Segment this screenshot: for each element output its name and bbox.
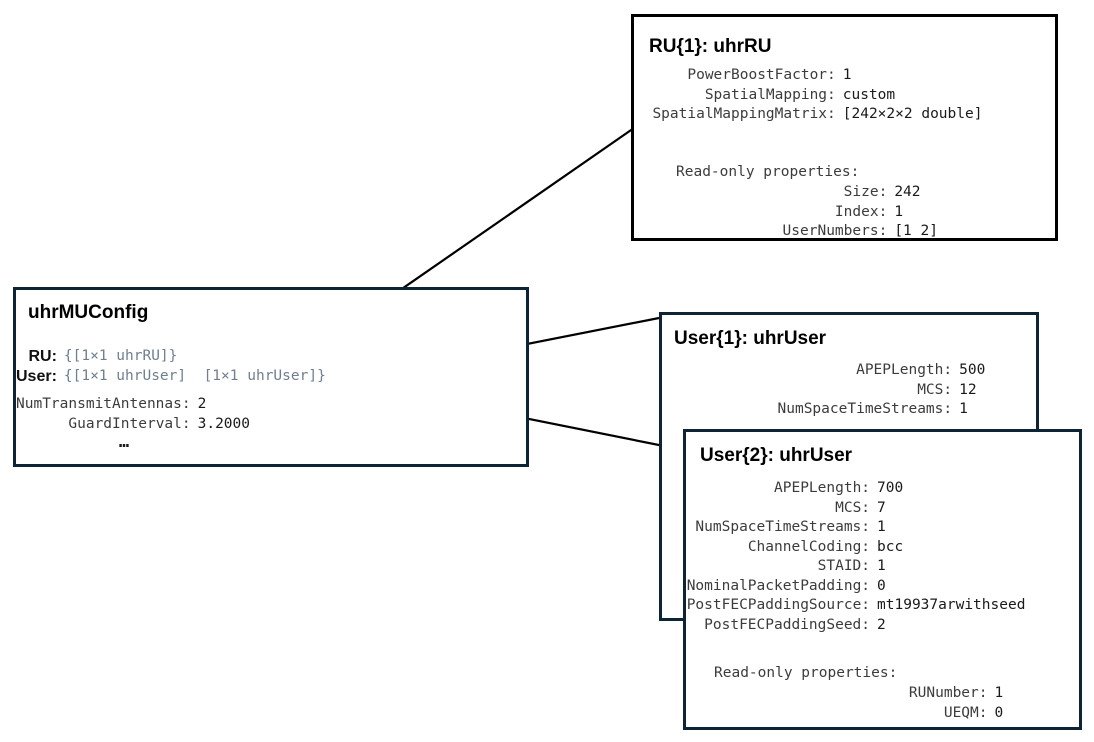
property-value: bcc: [877, 538, 904, 555]
table-row: GuardInterval: 3.2000: [16, 415, 250, 435]
property-name: MCS:: [917, 381, 953, 398]
table-row: ChannelCoding: bcc: [686, 538, 1026, 558]
table-row: RU: {[1×1 uhrRU]}: [16, 347, 326, 367]
property-name: UEQM:: [943, 704, 988, 721]
property-value: 0: [994, 704, 1004, 721]
table-row: PowerBoostFactor: 1: [634, 66, 996, 86]
property-name: Index:: [834, 203, 888, 220]
table-row: NumSpaceTimeStreams: 1: [662, 400, 1002, 420]
property-value: 12: [959, 381, 977, 398]
property-name: PostFECPaddingSeed:: [704, 616, 871, 633]
property-value: 2: [877, 616, 886, 633]
property-name: NominalPacketPadding:: [686, 577, 871, 594]
property-value: 242: [894, 184, 921, 200]
table-row: SpatialMappingMatrix: [242×2×2 double]: [634, 105, 996, 125]
table-row: PostFECPaddingSource: mt19937arwithseed: [686, 596, 1026, 616]
muconfig-property-table: NumTransmitAntennas: 2 GuardInterval: 3.…: [16, 395, 250, 434]
property-name: APEPLength:: [856, 362, 953, 378]
table-row: UserNumbers: [1 2]: [634, 222, 996, 242]
property-name: PowerBoostFactor:: [687, 67, 836, 83]
user2-object-box: User{2}: uhrUser APEPLength: 700 MCS: 7 …: [683, 429, 1082, 730]
property-name: SpatialMappingMatrix:: [652, 106, 836, 122]
property-name: MCS:: [835, 499, 871, 516]
muconfig-box-title: uhrMUConfig: [28, 302, 149, 323]
table-row: MCS: 7: [686, 499, 1026, 519]
property-name: Size:: [843, 184, 888, 200]
property-value: custom: [842, 86, 896, 103]
ru-box-title: RU{1}: uhrRU: [649, 36, 772, 57]
user2-readonly-table: RUNumber: 1 UEQM: 0: [686, 684, 1026, 723]
table-row: SpatialMapping: custom: [634, 86, 996, 106]
table-row: APEPLength: 700: [686, 479, 1026, 499]
property-value: 7: [877, 499, 886, 516]
property-value: 0: [877, 577, 886, 594]
user2-box-title: User{2}: uhrUser: [700, 445, 853, 466]
property-name: NumSpaceTimeStreams:: [695, 519, 871, 535]
property-name: PostFECPaddingSource:: [686, 597, 871, 613]
property-value: 1: [959, 401, 968, 417]
property-name: SpatialMapping:: [704, 86, 836, 103]
property-name-ru: RU:: [28, 348, 57, 365]
table-row: UEQM: 0: [686, 704, 1026, 724]
property-name: UserNumbers:: [782, 223, 888, 239]
table-row: NumTransmitAntennas: 2: [16, 395, 250, 415]
table-row: User: {[1×1 uhrUser] [1×1 uhrUser]}: [16, 367, 326, 387]
property-name: STAID:: [817, 558, 871, 574]
property-value: 700: [877, 480, 904, 496]
ru-property-table: PowerBoostFactor: 1 SpatialMapping: cust…: [634, 66, 996, 144]
table-row: STAID: 1: [686, 557, 1026, 577]
property-value: 1: [877, 558, 886, 574]
property-name: NumTransmitAntennas:: [16, 396, 191, 412]
property-value: mt19937arwithseed: [877, 597, 1026, 613]
property-name: GuardInterval:: [68, 415, 191, 432]
user1-property-table: APEPLength: 500 MCS: 12 NumSpaceTimeStre…: [662, 361, 1002, 420]
property-name: NumSpaceTimeStreams:: [777, 401, 953, 417]
table-row: NumSpaceTimeStreams: 1: [686, 518, 1026, 538]
property-name: RUNumber:: [908, 685, 988, 701]
property-value: 1: [877, 519, 886, 535]
ru-readonly-header: Read-only properties:: [676, 164, 860, 180]
property-name-user: User:: [16, 367, 57, 385]
property-value-user[interactable]: {[1×1 uhrUser] [1×1 uhrUser]}: [63, 367, 326, 384]
property-name: ChannelCoding:: [747, 538, 871, 555]
property-value: 1: [894, 203, 904, 220]
property-value: 2: [197, 396, 207, 412]
table-row: RUNumber: 1: [686, 684, 1026, 704]
property-value: 1: [842, 67, 852, 83]
muconfig-linked-table: RU: {[1×1 uhrRU]} User: {[1×1 uhrUser] […: [16, 347, 326, 386]
user2-readonly-header: Read-only properties:: [714, 665, 898, 681]
user1-box-title: User{1}: uhrUser: [674, 328, 827, 349]
table-row: APEPLength: 500: [662, 361, 1002, 381]
muconfig-object-box: uhrMUConfig RU: {[1×1 uhrRU]} User: {[1×…: [13, 287, 529, 467]
spacer-row: [634, 125, 996, 145]
ru-object-box: RU{1}: uhrRU PowerBoostFactor: 1 Spatial…: [631, 14, 1058, 241]
table-row: NominalPacketPadding: 0: [686, 577, 1026, 597]
property-value: 1: [994, 685, 1004, 701]
table-row: Size: 242: [634, 183, 996, 203]
property-name: APEPLength:: [774, 480, 871, 496]
property-value: [242×2×2 double]: [842, 106, 983, 122]
table-row: PostFECPaddingSeed: 2: [686, 616, 1026, 636]
property-value-ru[interactable]: {[1×1 uhrRU]}: [63, 348, 178, 364]
table-row: Index: 1: [634, 203, 996, 223]
property-value: [1 2]: [894, 223, 938, 239]
muconfig-ellipsis: …: [118, 432, 130, 452]
table-row: MCS: 12: [662, 381, 1002, 401]
user2-property-table: APEPLength: 700 MCS: 7 NumSpaceTimeStrea…: [686, 479, 1026, 635]
property-value: 500: [959, 362, 986, 378]
ru-readonly-table: Size: 242 Index: 1 UserNumbers: [1 2]: [634, 183, 996, 242]
property-value: 3.2000: [197, 415, 250, 432]
